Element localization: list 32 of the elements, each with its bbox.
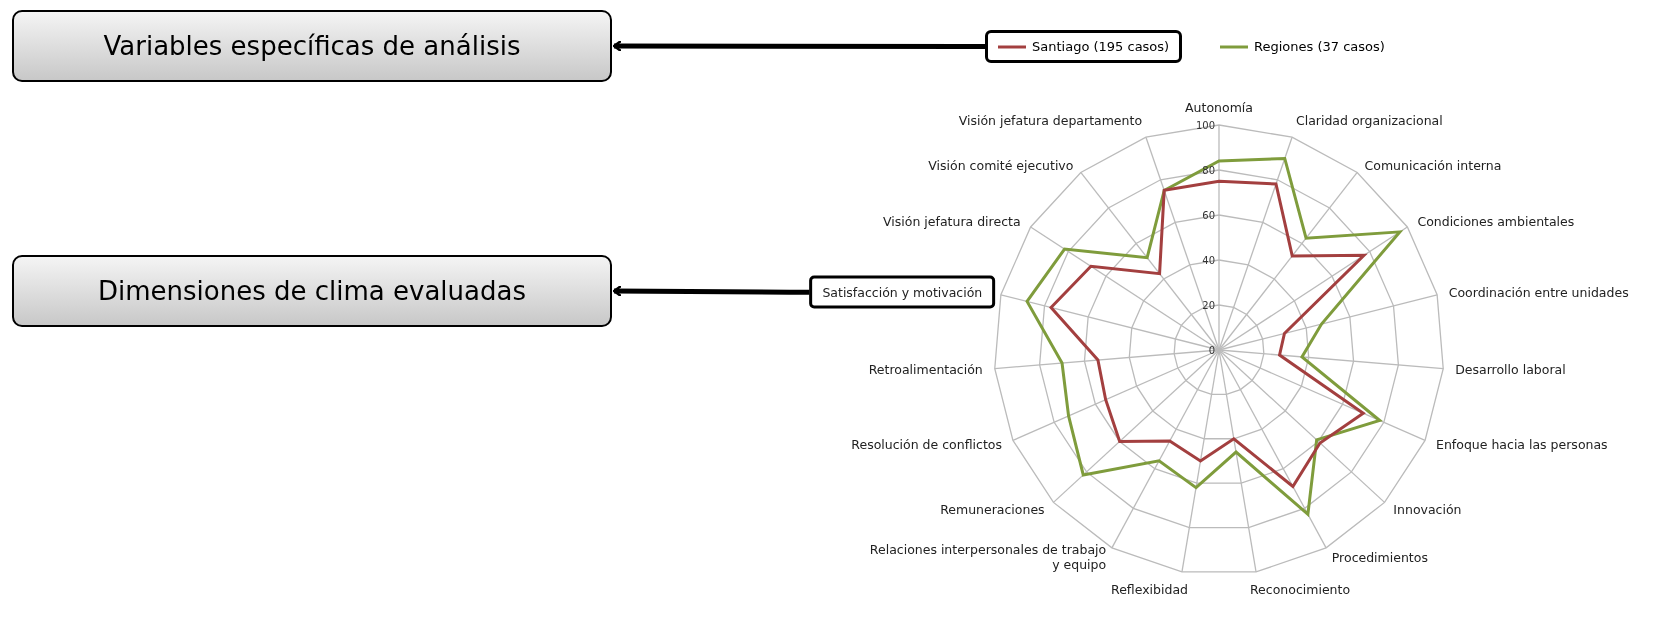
axis-label: Comunicación interna bbox=[1364, 157, 1502, 173]
axis-label: Desarrollo laboral bbox=[1455, 361, 1566, 377]
axis-label: Relaciones interpersonales de trabajo y equipo bbox=[868, 541, 1107, 572]
label-box: Satisfacción y motivación bbox=[809, 275, 996, 309]
tick-label: 80 bbox=[1202, 164, 1215, 176]
arrow bbox=[612, 284, 810, 298]
axis-label: Procedimientos bbox=[1331, 549, 1428, 565]
arrow bbox=[612, 39, 985, 53]
legend-text: Regiones (37 casos) bbox=[1254, 39, 1385, 54]
label-box: Variables específicas de análisis bbox=[12, 10, 612, 82]
axis-label: Claridad organizacional bbox=[1295, 112, 1443, 128]
axis-label: Reconocimiento bbox=[1250, 581, 1351, 597]
axis-label: Resolución de conflictos bbox=[851, 436, 1002, 452]
axis-label: Innovación bbox=[1393, 501, 1462, 517]
legend-box bbox=[985, 30, 1183, 63]
axis-label: Reflexibidad bbox=[1111, 581, 1188, 597]
axis-label: Visión comité ejecutivo bbox=[928, 157, 1074, 173]
axis-label: Coordinación entre unidades bbox=[1448, 284, 1629, 300]
axis-label: Visión jefatura departamento bbox=[958, 112, 1143, 128]
axis-label: Enfoque hacia las personas bbox=[1436, 436, 1608, 452]
tick-label: 60 bbox=[1202, 209, 1215, 221]
axis-label: Autonomía bbox=[1185, 100, 1253, 115]
tick-label: 100 bbox=[1195, 119, 1215, 131]
legend-text: Santiago (195 casos) bbox=[1032, 39, 1170, 54]
label-box: Dimensiones de clima evaluadas bbox=[12, 255, 612, 327]
axis-label: Retroalimentación bbox=[868, 361, 983, 377]
tick-label: 0 bbox=[1208, 344, 1215, 356]
axis-label: Remuneraciones bbox=[940, 501, 1045, 517]
axis-label: Condiciones ambientales bbox=[1417, 213, 1575, 229]
tick-label: 20 bbox=[1202, 299, 1215, 311]
axis-label: Visión jefatura directa bbox=[883, 213, 1021, 229]
tick-label: 40 bbox=[1202, 254, 1215, 266]
